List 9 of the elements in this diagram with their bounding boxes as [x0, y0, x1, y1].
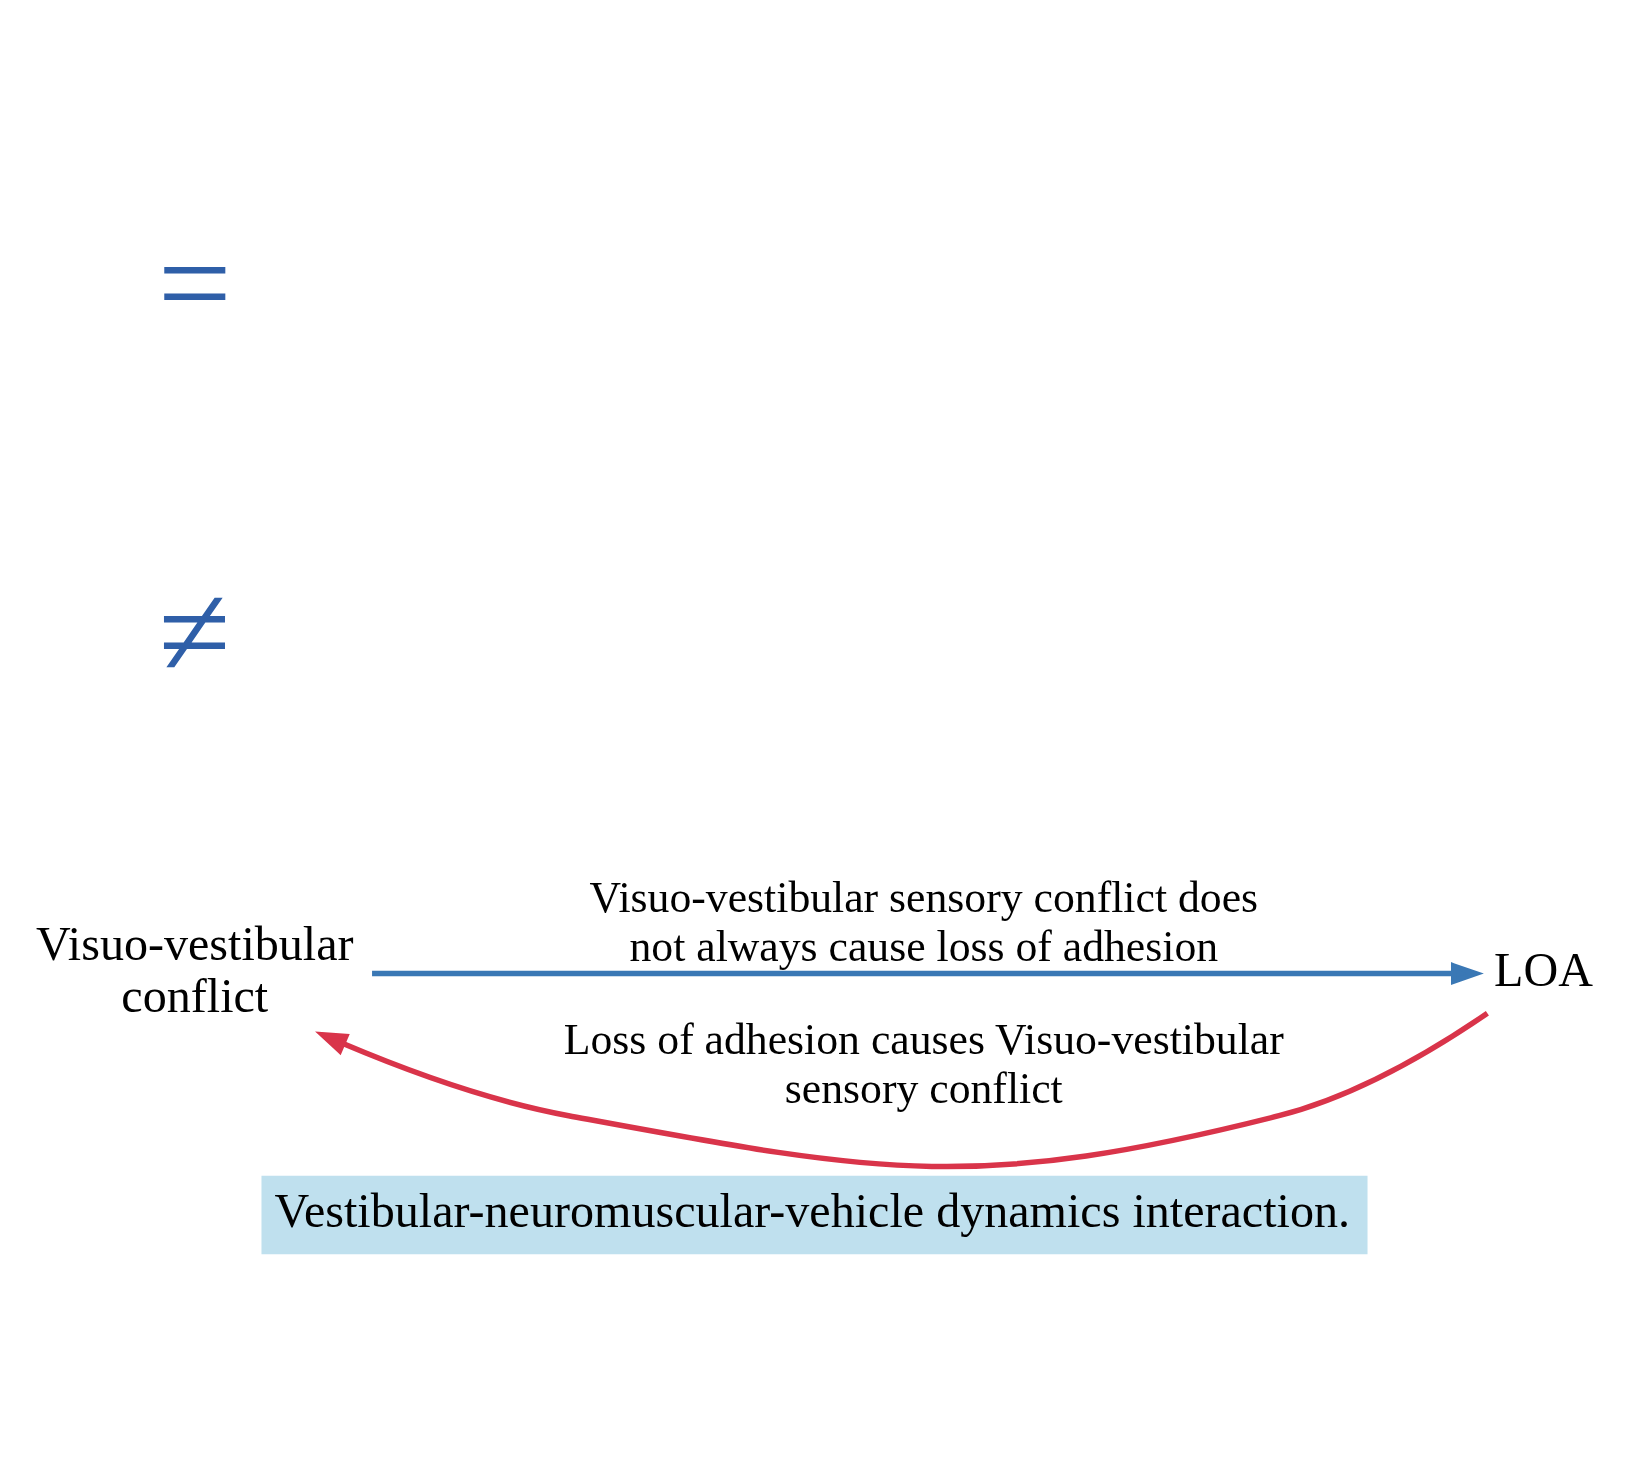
edge-label: Loss of adhesion causes Visuo-vestibular sensory conflict — [563, 1014, 1284, 1112]
arrow — [314, 1010, 1489, 1169]
node-text: Visuo-vestibular conflict — [35, 916, 354, 1022]
caption: Vestibular-neuromuscular-vehicle dynamics interaction. — [274, 1183, 1350, 1237]
edge-label: Visuo-vestibular sensory conflict does not always cause loss of adhesion — [589, 872, 1258, 969]
arrow — [371, 961, 1484, 985]
label: = — [157, 209, 232, 355]
label: ≠ — [158, 558, 231, 704]
node-text: LOA — [1493, 942, 1593, 996]
